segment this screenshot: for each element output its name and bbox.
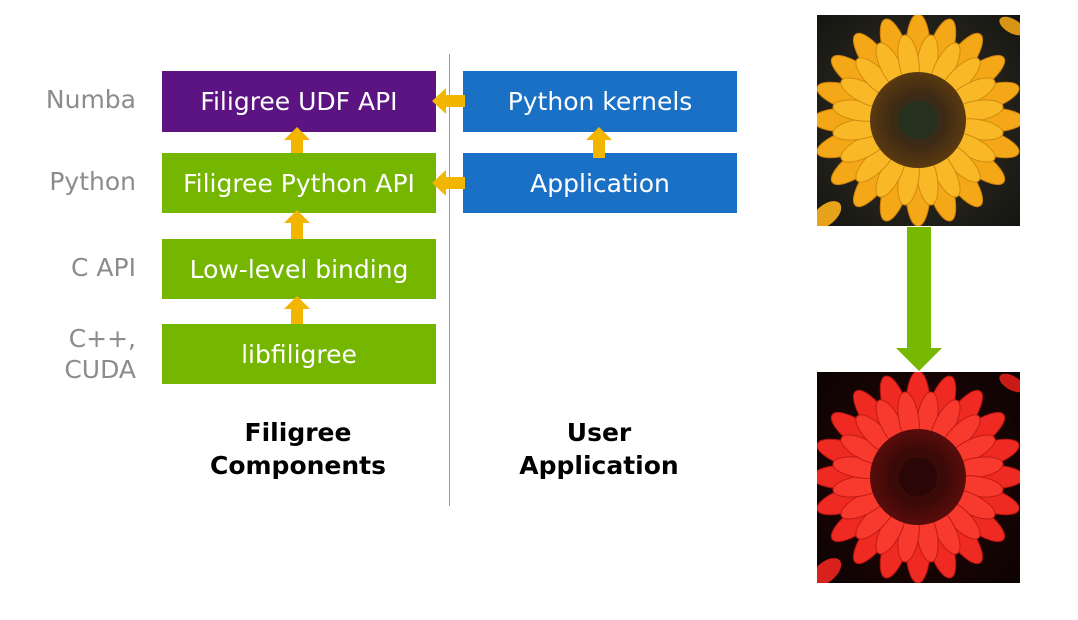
left-arrow-icon: [432, 170, 465, 196]
left-arrow-icon: [432, 88, 465, 114]
user-heading-line2: Application: [519, 451, 679, 480]
layer-label-cpp: C++,: [68, 324, 136, 353]
sunflower-red-filtered-image: [817, 372, 1020, 583]
column-divider: [449, 54, 450, 506]
up-arrow-icon: [284, 127, 310, 153]
filigree-python-api-box: Filigree Python API: [162, 153, 436, 213]
user-application-heading: User Application: [460, 416, 738, 482]
layer-label-cpp-cuda: C++, CUDA: [6, 323, 136, 385]
components-heading-line1: Filigree: [244, 418, 352, 447]
python-kernels-box: Python kernels: [463, 71, 737, 132]
filigree-components-heading: Filigree Components: [160, 416, 436, 482]
components-heading-line2: Components: [209, 451, 387, 480]
down-arrow-icon: [896, 227, 942, 371]
sunflower-original-image: [817, 15, 1020, 226]
up-arrow-icon: [586, 127, 612, 158]
user-heading-line1: User: [566, 418, 632, 447]
up-arrow-icon: [284, 210, 310, 239]
up-arrow-icon: [284, 296, 310, 324]
application-box: Application: [463, 153, 737, 213]
layer-label-c-api: C API: [71, 253, 136, 282]
layer-label-python: Python: [49, 167, 136, 196]
low-level-binding-box: Low-level binding: [162, 239, 436, 299]
layer-label-cuda: CUDA: [64, 355, 136, 384]
layer-label-numba: Numba: [45, 85, 136, 114]
libfiligree-box: libfiligree: [162, 324, 436, 384]
filigree-udf-api-box: Filigree UDF API: [162, 71, 436, 132]
